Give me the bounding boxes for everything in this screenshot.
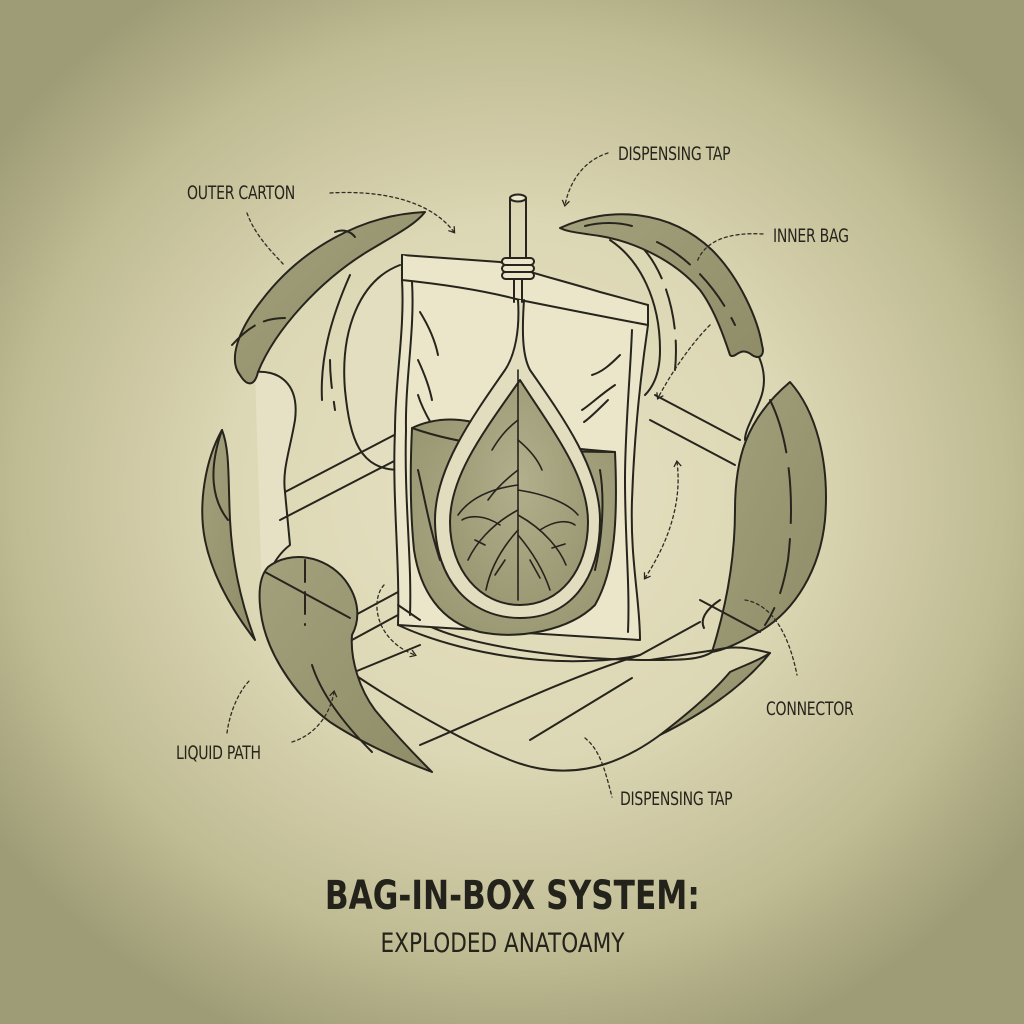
outer-carton-flap-left [201, 429, 256, 641]
leader-inner-bag [696, 233, 764, 263]
outer-carton-flap-right [711, 381, 827, 653]
outer-carton-back-panels [254, 239, 765, 601]
outer-carton-flap-top-left [233, 211, 426, 385]
leader-liquid-path [291, 689, 338, 743]
label-liquid-path: LIQUID PATH [176, 742, 261, 764]
label-outer-carton: OUTER CARTON [187, 182, 295, 204]
label-inner-bag: INNER BAG [773, 225, 849, 247]
leader-lines [226, 152, 798, 798]
liquid-path-teardrop [434, 299, 601, 619]
diagram-title-text: BAG-IN-BOX SYSTEM: [324, 873, 700, 919]
leader-connector [744, 599, 798, 676]
leader-outer-carton [329, 191, 456, 234]
leader-dispensing-tap-bottom [584, 737, 613, 798]
label-dispensing-tap-top: DISPENSING TAP [618, 143, 731, 165]
diagram-subtitle: EXPLODED ANATOAMY [0, 930, 1024, 957]
leader-outer-carton-2 [246, 212, 286, 267]
label-connector: CONNECTOR [766, 698, 854, 720]
outer-carton-flap-bottom-left [258, 556, 433, 773]
outer-carton-flap-top-right [559, 213, 764, 358]
dispensing-tap [501, 193, 535, 303]
label-dispensing-tap-bottom: DISPENSING TAP [620, 788, 733, 810]
outer-carton-flap-bottom-right [659, 652, 771, 736]
diagram-title: BAG-IN-BOX SYSTEM: [0, 876, 1024, 916]
leader-dispensing-tap-top [561, 152, 609, 208]
diagram-subtitle-text: EXPLODED ANATOAMY [380, 928, 624, 959]
